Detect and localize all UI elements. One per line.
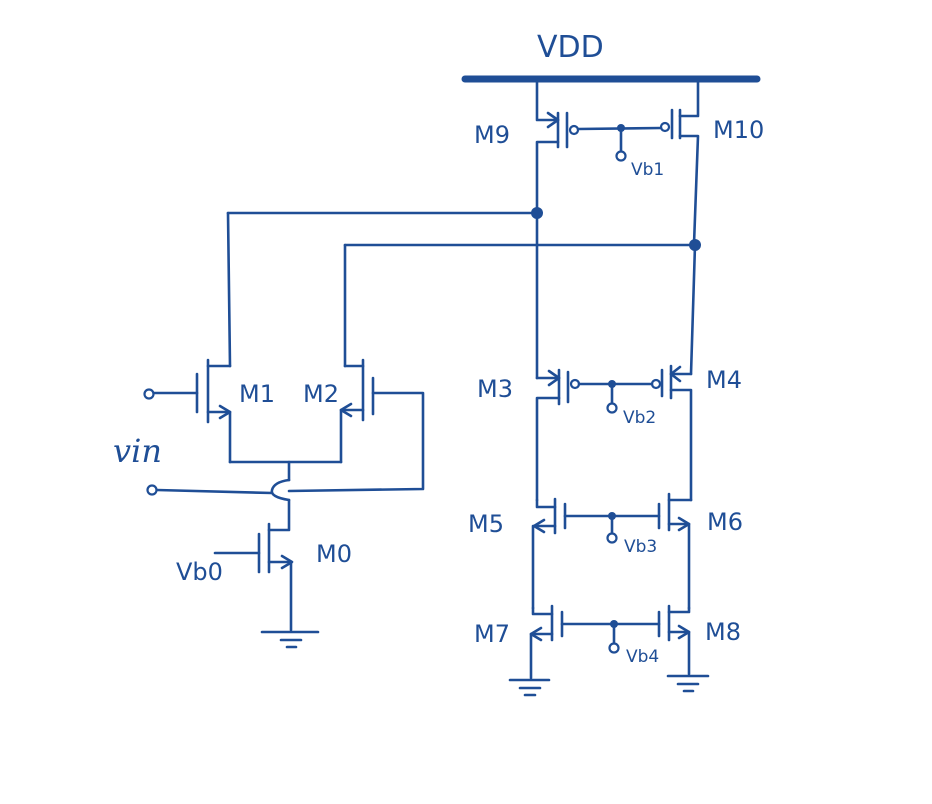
label-m0: M0 [316, 540, 352, 568]
transistor-m5 [531, 497, 567, 610]
transistor-m4 [650, 364, 693, 502]
label-m4: M4 [706, 366, 742, 394]
transistor-m3 [535, 368, 581, 502]
label-m3: M3 [477, 375, 513, 403]
transistor-m9 [535, 80, 580, 216]
transistor-m8 [657, 604, 691, 676]
label-m5: M5 [468, 510, 504, 538]
transistor-m0 [213, 498, 294, 632]
label-m9: M9 [474, 121, 510, 149]
transistor-m6 [657, 492, 693, 610]
ground-m8 [666, 674, 710, 693]
vb4-terminal [608, 642, 620, 654]
label-vb2: Vb2 [623, 408, 656, 428]
transistor-m2 [287, 358, 425, 493]
transistor-m10 [659, 80, 700, 246]
label-vb3: Vb3 [624, 537, 657, 557]
vin-plus-terminal [143, 388, 155, 400]
label-m7: M7 [474, 620, 510, 648]
vdd-label: VDD [537, 30, 604, 65]
label-m10: M10 [713, 116, 764, 144]
vb2-terminal [606, 402, 618, 414]
ground-m0 [260, 630, 320, 649]
transistor-m1 [151, 358, 232, 464]
label-vb4: Vb4 [626, 647, 659, 667]
vin-minus-terminal [146, 484, 158, 496]
label-vin: vin [113, 432, 162, 470]
label-vb1: Vb1 [631, 160, 664, 180]
label-vb0: Vb0 [176, 558, 223, 586]
label-m6: M6 [707, 508, 743, 536]
label-m2: M2 [303, 380, 339, 408]
ground-m7 [508, 678, 551, 697]
vb1-terminal [615, 150, 627, 162]
vb3-terminal [606, 532, 618, 544]
transistor-m7 [529, 604, 564, 680]
label-m1: M1 [239, 380, 275, 408]
label-m8: M8 [705, 618, 741, 646]
